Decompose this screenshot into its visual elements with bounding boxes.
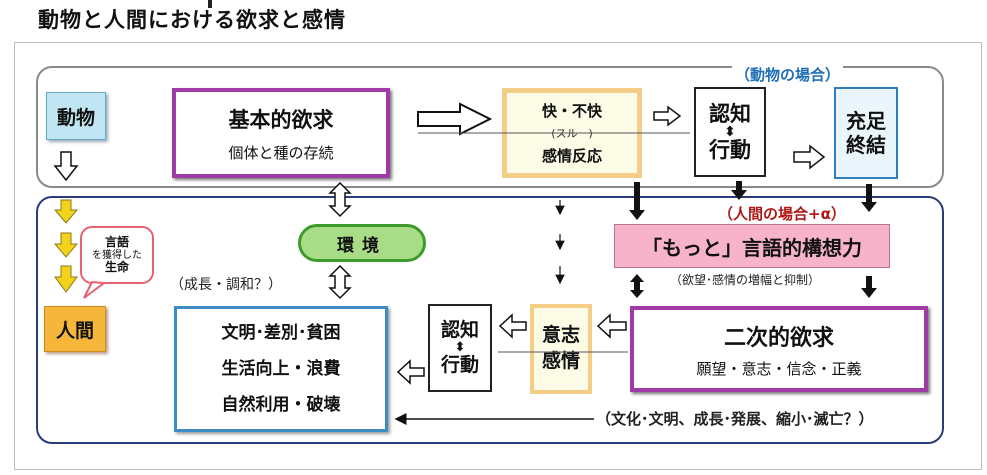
emotion-to-cognition-arrow	[653, 105, 682, 127]
animal-down-arrow	[53, 151, 79, 182]
updown-arrow-icon: ⬍	[454, 340, 466, 356]
cognition-label-a: 認知	[709, 101, 751, 126]
speech-bubble: 言語 を獲得した 生命	[80, 226, 154, 284]
will-label-b: 感情	[541, 350, 580, 372]
animal-case-label: （動物の場合）	[732, 64, 844, 85]
basic-needs-title: 基本的欲求	[228, 107, 334, 132]
bubble-line-3: 生命	[104, 259, 129, 274]
basic-to-emotion-arrow	[417, 102, 493, 136]
animal-frame	[36, 66, 944, 188]
emotion-down-arrow	[629, 182, 645, 220]
cognition-label-b: 行動	[709, 138, 751, 163]
bubble-line-1: 言語	[104, 235, 129, 250]
civilization-box: 文明･差別･貧困 生活向上・浪費 自然利用・破壊	[174, 306, 388, 432]
growth-harmony-label: （成長・調和？）	[170, 277, 282, 293]
emotion-bottom: 感情反応	[541, 147, 602, 165]
page-title: 動物と人間における欲求と感情	[38, 8, 346, 32]
human-case-label: （人間の場合+α）	[716, 203, 848, 224]
satisfaction-label-a: 充足	[846, 109, 886, 133]
language-label: 「もっと」言語的構想力	[642, 235, 862, 260]
civ-line-2: 生活向上・浪費	[221, 358, 341, 379]
environment-pill: 環境	[298, 224, 426, 262]
bubble-line-2: を獲得した	[92, 249, 142, 261]
environment-label: 環境	[337, 235, 387, 256]
cognition-box-animal: 認知 ⬍ 行動	[694, 87, 766, 177]
human-frame	[36, 196, 944, 444]
human-box: 人間	[44, 306, 106, 352]
emotion-top: 快・不快	[541, 102, 602, 120]
cognition-to-civ-arrow	[396, 359, 425, 385]
updown-arrow-icon: ⬍	[724, 123, 736, 140]
env-civ-double-arrow	[328, 264, 352, 300]
civ-line-3: 自然利用・破壊	[221, 394, 341, 415]
civilization-label: （文化･文明、成長･発展、縮小･滅亡？）	[596, 410, 874, 428]
secondary-needs-box: 二次的欲求 願望・意志・信念・正義	[630, 306, 928, 392]
cognition-to-satisfaction-arrow	[793, 144, 826, 170]
amplify-label: （欲望･感情の増幅と抑制）	[670, 273, 821, 287]
satisfaction-box: 充足 終結	[834, 87, 898, 179]
civ-line-1: 文明･差別･貧困	[221, 322, 341, 343]
animal-box: 動物	[46, 92, 106, 140]
secondary-needs-sub: 願望・意志・信念・正義	[696, 359, 862, 378]
will-label-a: 意志	[541, 324, 580, 347]
language-down-arrow	[861, 276, 877, 298]
satisfaction-down-arrow	[861, 184, 877, 212]
secondary-to-will-arrow	[596, 313, 627, 339]
basic-needs-box: 基本的欲求 個体と種の存続	[172, 88, 390, 178]
yellow-arrow-2	[53, 232, 79, 258]
will-emotion-box: 意志 感情	[530, 304, 592, 394]
title-mark	[208, 0, 212, 8]
animal-label: 動物	[56, 106, 95, 129]
outer-frame	[14, 42, 982, 470]
cognition-down-arrow	[731, 181, 747, 200]
basic-env-double-arrow	[328, 181, 352, 218]
satisfaction-label-b: 終結	[846, 133, 886, 157]
cognition-box-human: 認知 ⬍ 行動	[428, 304, 492, 392]
basic-needs-sub: 個体と種の存続	[228, 143, 334, 162]
human-label: 人間	[55, 319, 94, 342]
bubble-tail	[83, 280, 107, 299]
cognition2-label-b: 行動	[440, 353, 479, 376]
will-to-cognition-arrow	[498, 313, 527, 339]
language-secondary-double-arrow	[630, 274, 644, 298]
cognition2-label-a: 認知	[440, 319, 479, 342]
yellow-arrow-3	[54, 265, 78, 293]
yellow-arrow-1	[53, 199, 79, 224]
secondary-needs-title: 二次的欲求	[723, 325, 834, 351]
language-box: 「もっと」言語的構想力	[614, 224, 890, 268]
